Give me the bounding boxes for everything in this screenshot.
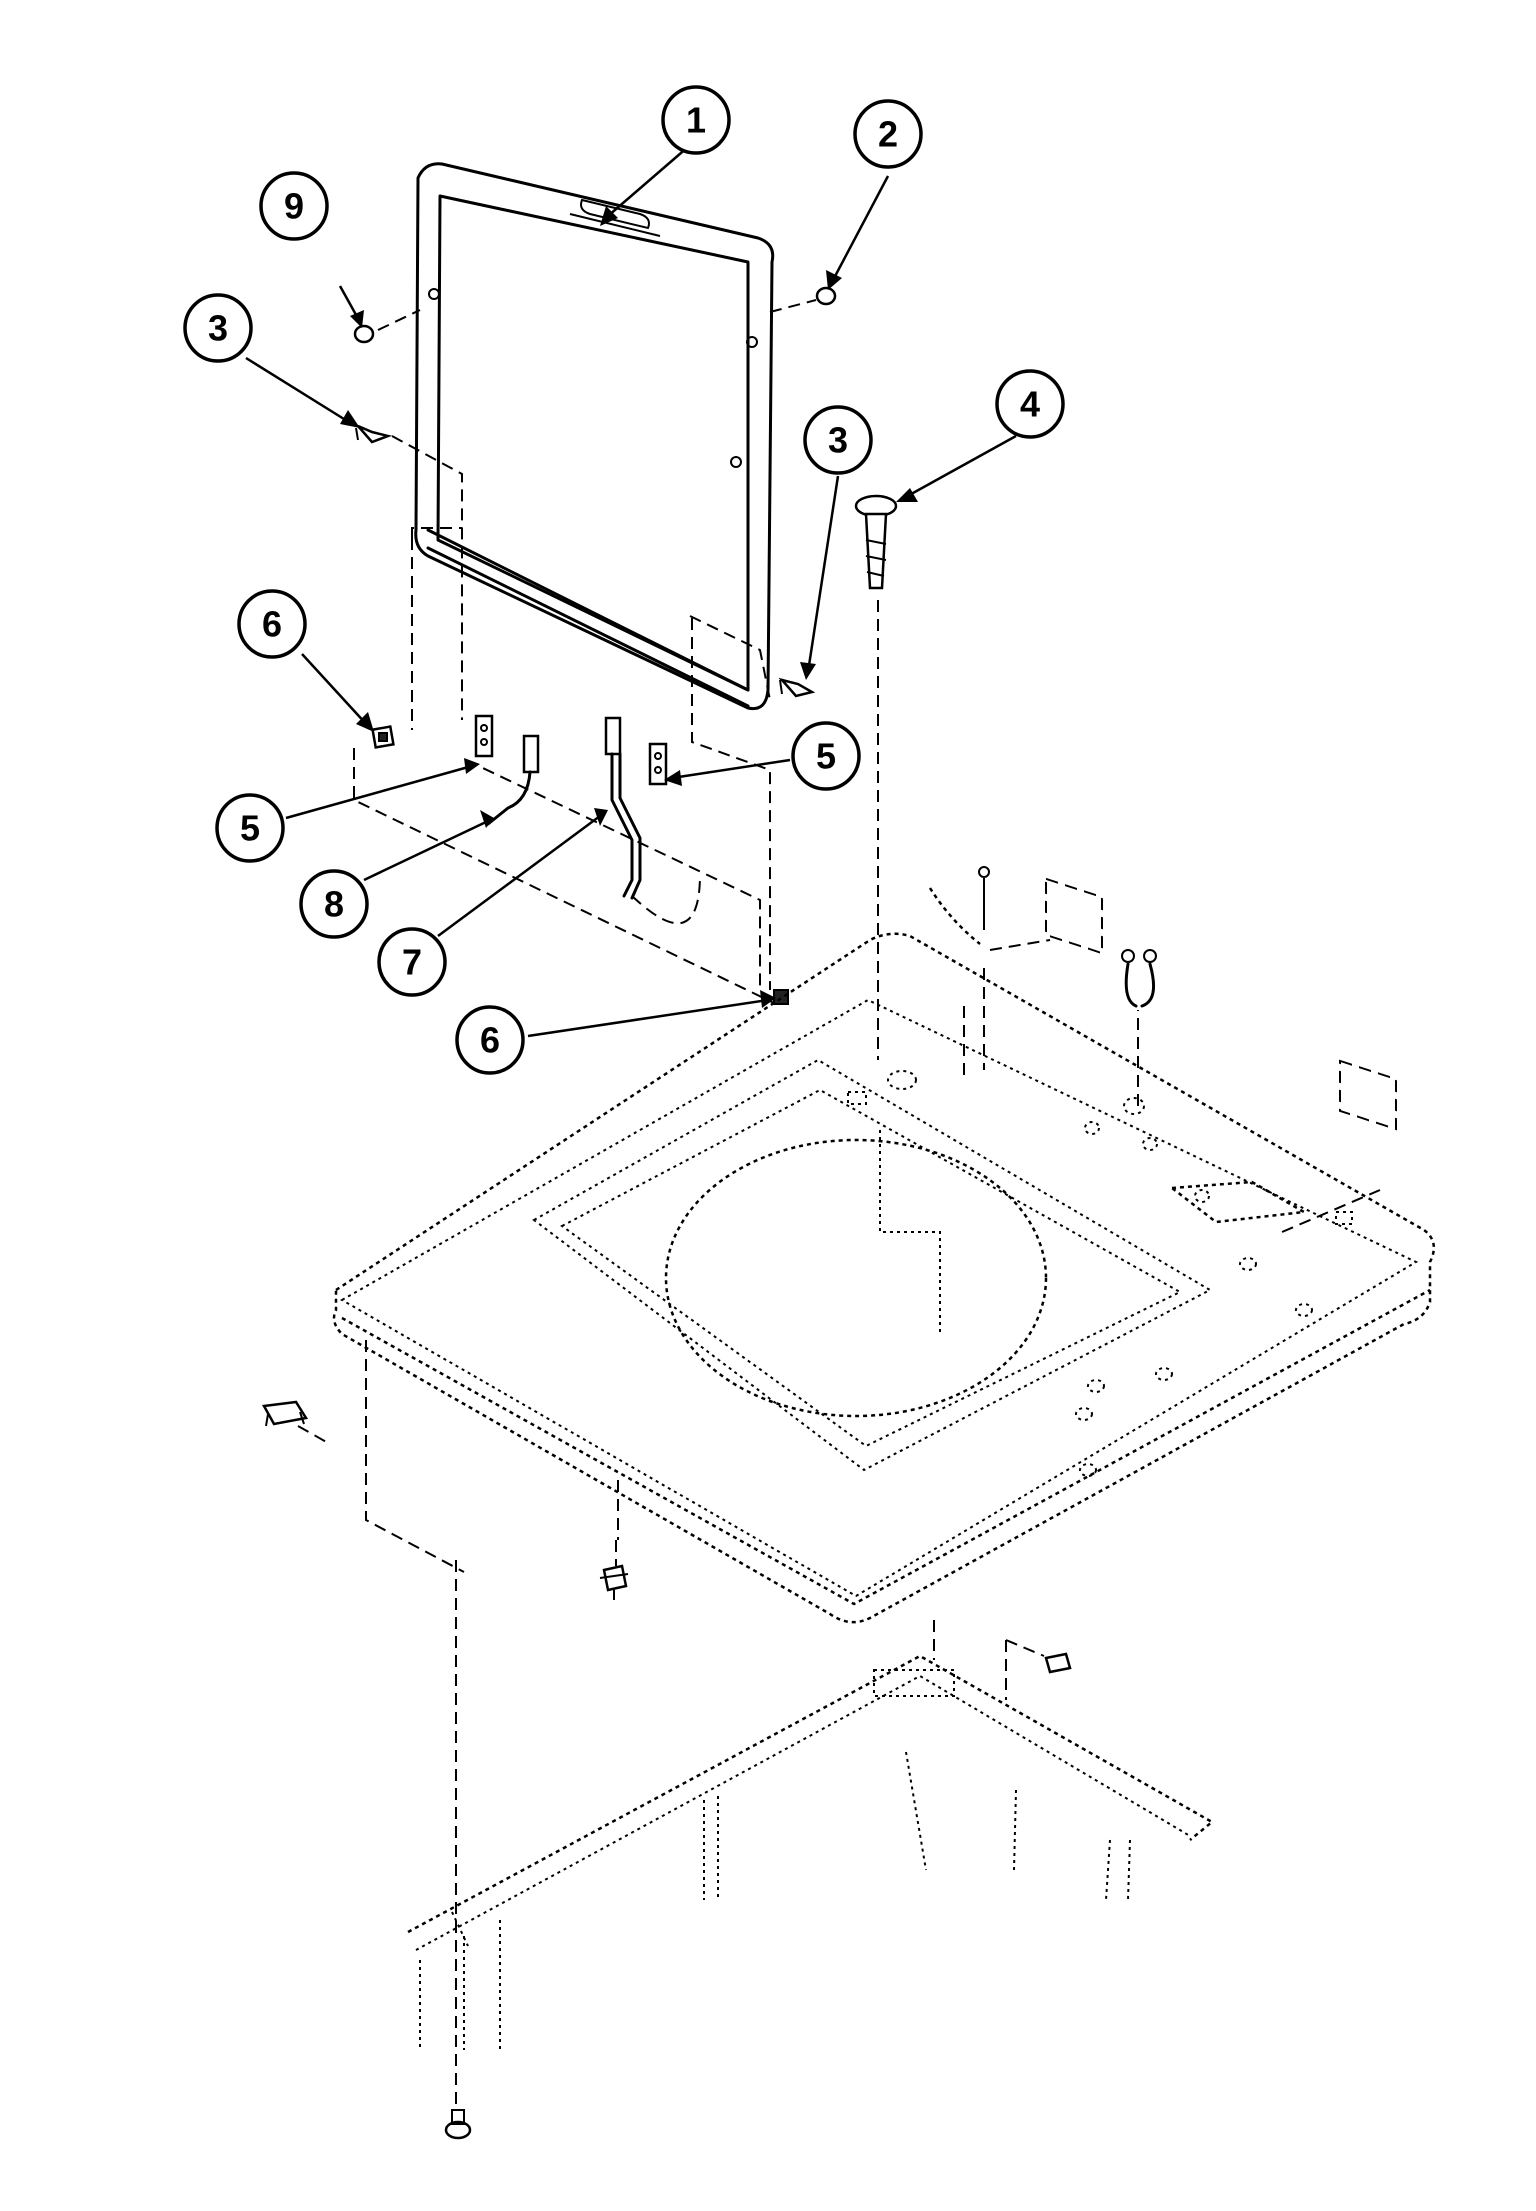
plug-part-2	[815, 286, 837, 306]
callout-8-label: 8	[324, 884, 344, 925]
clip-part-6-right	[773, 989, 789, 1005]
callout-3-right: 3	[803, 405, 873, 475]
clip-lower-left	[262, 1400, 309, 1427]
bolt-part	[854, 494, 898, 590]
hinge-rod-8	[486, 734, 540, 826]
callout-5-right: 5	[791, 721, 861, 791]
callout-6-left: 6	[237, 589, 307, 659]
callout-3-left-label: 3	[208, 308, 228, 349]
callout-9-label: 9	[284, 186, 304, 227]
assembly-lines	[297, 299, 1397, 2110]
screw-part-3-left	[355, 424, 393, 444]
callout-9: 9	[259, 171, 329, 241]
clip-lower-right	[1044, 1652, 1072, 1674]
hinge-plate-5-right	[648, 742, 668, 786]
callout-6-right-label: 6	[480, 1020, 500, 1061]
callout-1-label: 1	[686, 100, 706, 141]
cabinet-body	[365, 1340, 1215, 2050]
callout-2-label: 2	[878, 114, 898, 155]
callout-5-right-label: 5	[816, 736, 836, 777]
callout-4: 4	[995, 369, 1065, 439]
hinge-rod-7	[604, 716, 642, 900]
callout-7-label: 7	[402, 942, 422, 983]
callout-leaders	[245, 139, 1017, 1038]
clip-part-6-left	[371, 725, 395, 749]
callout-2: 2	[853, 99, 923, 169]
callout-7: 7	[377, 927, 447, 997]
callout-5-left-label: 5	[240, 808, 260, 849]
screw-bottom	[444, 2109, 472, 2140]
clip-lower-middle	[599, 1564, 629, 1600]
lid-frame	[414, 162, 775, 711]
screw-part-3-right	[778, 677, 816, 698]
cabinet-top-panel	[332, 932, 1436, 1624]
callout-6-left-label: 6	[262, 604, 282, 645]
plug-part-9	[353, 324, 375, 344]
callout-6-right: 6	[455, 1005, 525, 1075]
callout-4-label: 4	[1020, 384, 1040, 425]
top-fittings	[928, 866, 1157, 1008]
callout-3-right-label: 3	[828, 420, 848, 461]
hinge-plate-5-left	[474, 714, 494, 758]
callout-1: 1	[661, 85, 731, 155]
callout-8: 8	[299, 869, 369, 939]
callout-3-left: 3	[183, 293, 253, 363]
callout-5-left: 5	[215, 793, 285, 863]
